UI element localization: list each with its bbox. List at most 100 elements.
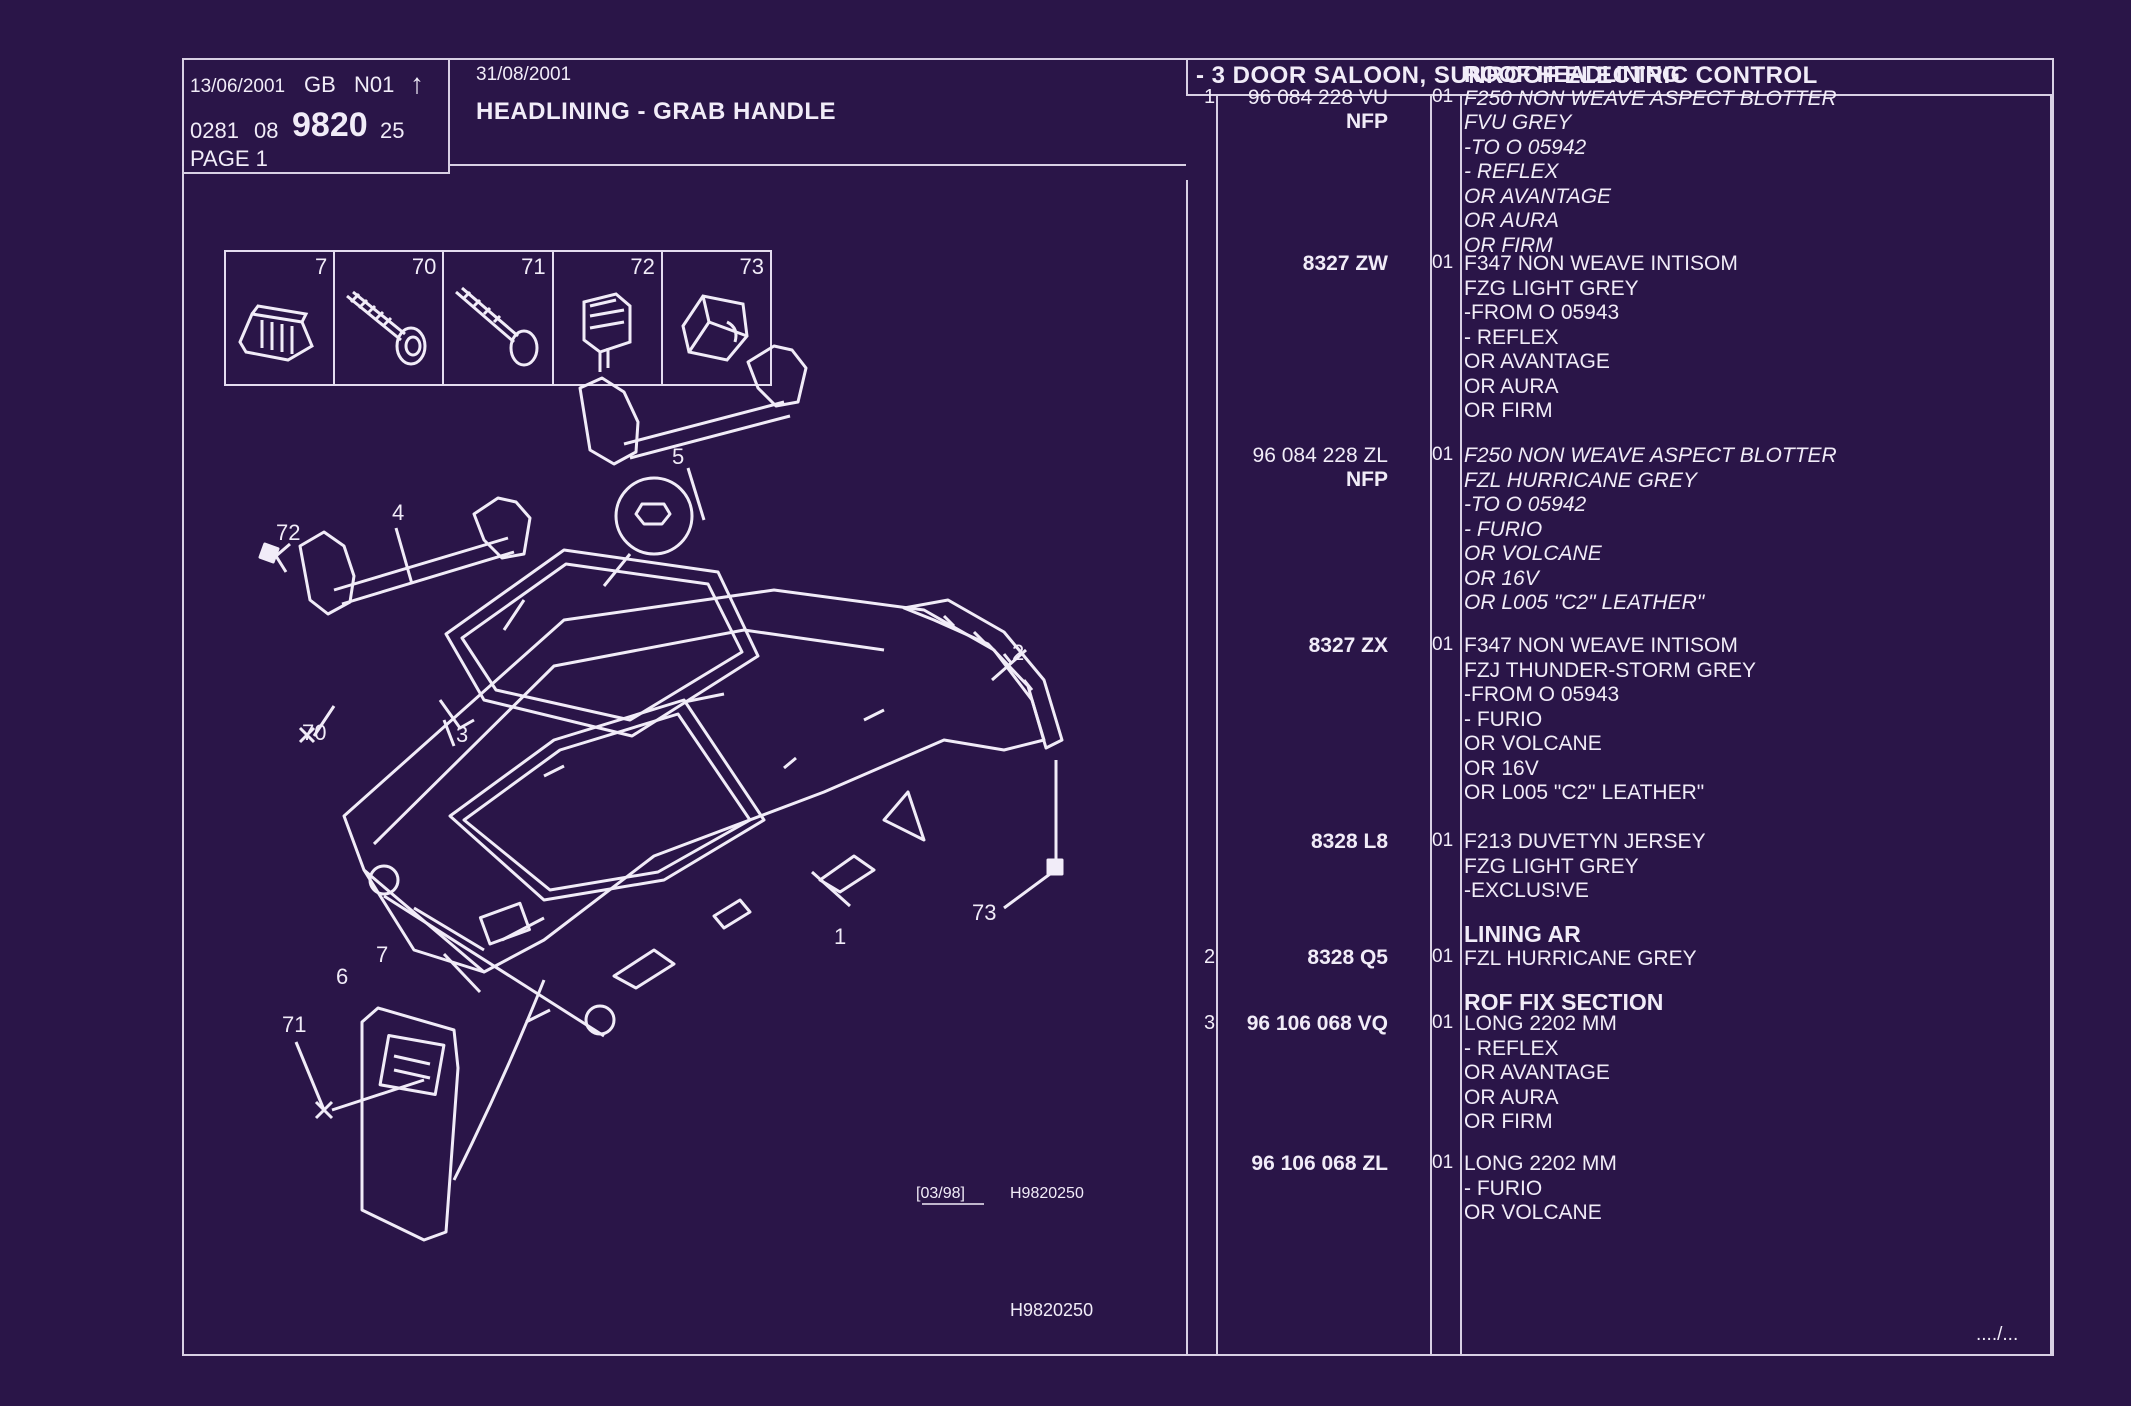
nfp-flag: NFP [1346, 468, 1388, 491]
ref-prefix: 0281 [190, 118, 239, 143]
description-line: F213 DUVETYN JERSEY [1464, 830, 1706, 853]
headlining-illustration: 72 4 5 2 3 70 73 1 7 6 71 [03/98] H98202… [258, 344, 1093, 1320]
description-line: FZL HURRICANE GREY [1464, 468, 1697, 492]
callout-6: 6 [336, 964, 348, 989]
quantity: 01 [1432, 1012, 1454, 1033]
quantity: 01 [1432, 946, 1454, 967]
model-box: - 3 DOOR SALOON, SUNROOF ELECTRIC CONTRO… [1186, 60, 2054, 96]
revision-code: N01 [354, 72, 395, 97]
small-part-71: 71 [444, 252, 554, 384]
small-part-72: 72 [554, 252, 663, 384]
description-line: FVU GREY [1464, 111, 1572, 134]
description-line: LONG 2202 MM [1464, 1152, 1617, 1175]
part-reference: 8328 L8 [1310, 830, 1388, 853]
catalog-sheet: 13/06/2001 GB N01 ↑ 0281 08 9820 25 PAGE… [182, 58, 2054, 1356]
sunroof-opening [448, 698, 766, 902]
up-arrow-icon: ↑ [410, 68, 424, 99]
sunroof-frame [444, 548, 760, 738]
callout-1: 1 [834, 924, 846, 949]
nfp-flag: NFP [1346, 110, 1388, 133]
small-part-73: 73 [663, 252, 770, 384]
ref-group: 08 [254, 118, 279, 143]
description-line: OR AVANTAGE [1464, 184, 1612, 208]
callout-72: 72 [276, 520, 300, 545]
quantity: 01 [1432, 252, 1454, 273]
description-line: F250 NON WEAVE ASPECT BLOTTER [1464, 86, 1837, 110]
callout-3: 3 [456, 722, 468, 747]
description-line: OR AVANTAGE [1464, 1061, 1610, 1084]
callout-5: 5 [672, 444, 684, 469]
description-line: -TO O 05942 [1464, 493, 1587, 516]
language-code: GB [304, 72, 336, 97]
grab-handle-left [298, 530, 356, 616]
part-reference: 96 106 068 VQ [1246, 1012, 1388, 1035]
callout-71: 71 [282, 1012, 306, 1037]
part-reference: 96 106 068 ZL [1251, 1152, 1388, 1175]
issue-date: 13/06/2001 [190, 76, 286, 97]
title-box: 31/08/2001 HEADLINING - GRAB HANDLE [450, 60, 1186, 166]
model-description: - 3 DOOR SALOON, SUNROOF ELECTRIC CONTRO… [1196, 62, 1818, 89]
plug-icon [681, 294, 749, 362]
part-description: ROF FIX SECTION [1464, 990, 1663, 1015]
page-label: PAGE 1 [190, 146, 268, 171]
section-heading: ROF FIX SECTION [1464, 989, 1664, 1015]
description-line: - REFLEX [1464, 160, 1559, 183]
description-line: - FURIO [1464, 517, 1543, 541]
callout-70: 70 [302, 720, 326, 745]
description-line: OR VOLCANE [1464, 1201, 1602, 1224]
item-index: 3 [1204, 1012, 1216, 1034]
drawing-ref-bottom: H9820250 [1010, 1300, 1093, 1320]
description-line: OR FIRM [1464, 399, 1553, 422]
small-part-7: 7 [226, 252, 336, 384]
small-parts-strip: 7 70 [224, 250, 772, 386]
screw-long-icon [455, 286, 539, 367]
clip-73 [1046, 858, 1064, 876]
bracket-icon [582, 292, 632, 372]
description-line: FZL HURRICANE GREY [1464, 946, 1697, 970]
description-line: F250 NON WEAVE ASPECT BLOTTER [1464, 444, 1837, 467]
description-line: -FROM O 05943 [1464, 683, 1620, 706]
description-line: - FURIO [1464, 707, 1543, 731]
part-reference: 8328 Q5 [1307, 946, 1388, 969]
description-line: OR L005 "C2" LEATHER" [1464, 781, 1705, 804]
description-line: FZG LIGHT GREY [1464, 276, 1639, 300]
description-line: - REFLEX [1464, 1036, 1559, 1060]
description-line: OR AURA [1464, 1085, 1559, 1109]
exploded-drawing: 7 70 [184, 180, 1188, 1354]
description-line: -TO O 05942 [1464, 135, 1587, 159]
description-line: OR AVANTAGE [1464, 350, 1610, 373]
sheet-info-box: 13/06/2001 GB N01 ↑ 0281 08 9820 25 PAGE… [184, 60, 450, 174]
description-line: OR 16V [1464, 566, 1539, 590]
description-line: LONG 2202 MM [1464, 1012, 1617, 1035]
quantity: 01 [1432, 86, 1454, 107]
part-reference: 8327 ZX [1308, 634, 1388, 657]
part-reference: 8327 ZW [1302, 252, 1388, 275]
quantity: 01 [1432, 634, 1454, 655]
part-reference: 96 084 228 ZL [1252, 444, 1388, 467]
ref-suffix: 25 [380, 118, 405, 143]
description-line: FZJ THUNDER-STORM GREY [1464, 658, 1757, 682]
description-line: -FROM O 05943 [1464, 301, 1620, 324]
description-line: FZG LIGHT GREY [1464, 854, 1639, 878]
description-line: OR AURA [1464, 209, 1559, 232]
description-line: -EXCLUS!VE [1464, 879, 1589, 902]
drawing-stamp: [03/98] [916, 1185, 965, 1202]
description-line: OR 16V [1464, 756, 1539, 780]
description-line: OR VOLCANE [1464, 542, 1602, 565]
section-heading: ROOF HEADLINING [1464, 61, 1680, 87]
drawing-ref-small: H9820250 [1010, 1185, 1084, 1202]
description-line: OR L005 "C2" LEATHER" [1464, 591, 1705, 614]
description-line: OR FIRM [1464, 233, 1553, 257]
grab-handle-right [578, 376, 640, 466]
headlining-panel [342, 588, 1046, 974]
description-line: F347 NON WEAVE INTISOM [1464, 252, 1738, 275]
callout-2: 2 [1012, 640, 1024, 665]
continued-marker: ..../... [1976, 1324, 2019, 1345]
